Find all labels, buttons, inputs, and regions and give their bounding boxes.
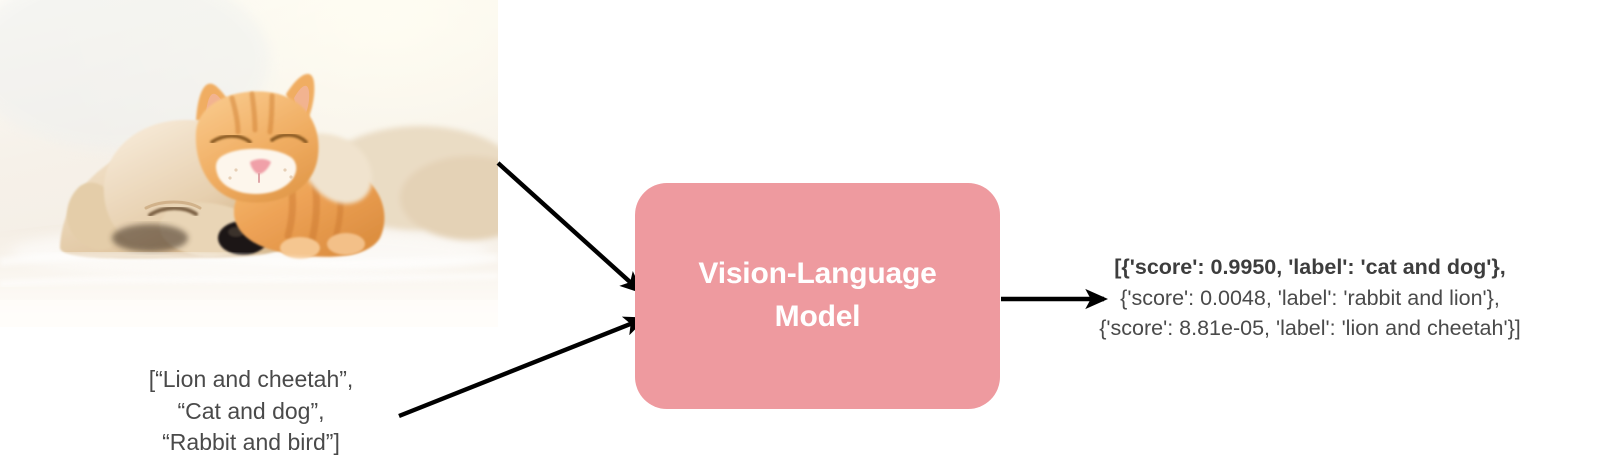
- blanket-texture: [0, 250, 498, 288]
- output-line-2: {'score': 0.0048, 'label': 'rabbit and l…: [1120, 285, 1500, 310]
- output-line-1: [{'score': 0.9950, 'label': 'cat and dog…: [1114, 255, 1506, 279]
- vision-language-model-box[interactable]: Vision-Language Model: [635, 183, 1000, 409]
- arrow-prompt-to-model: [398, 316, 647, 419]
- model-box-label: Vision-Language Model: [698, 257, 937, 333]
- arrow-image-to-model: [496, 161, 644, 294]
- model-output: [{'score': 0.9950, 'label': 'cat and dog…: [1060, 252, 1560, 344]
- input-image-illustration: [0, 0, 498, 327]
- kitten-head: [195, 73, 319, 203]
- input-image: [0, 0, 498, 327]
- output-line-3: {'score': 8.81e-05, 'label': 'lion and c…: [1099, 316, 1521, 341]
- prompt-label-list: [“Lion and cheetah”, “Cat and dog”, “Rab…: [148, 366, 354, 456]
